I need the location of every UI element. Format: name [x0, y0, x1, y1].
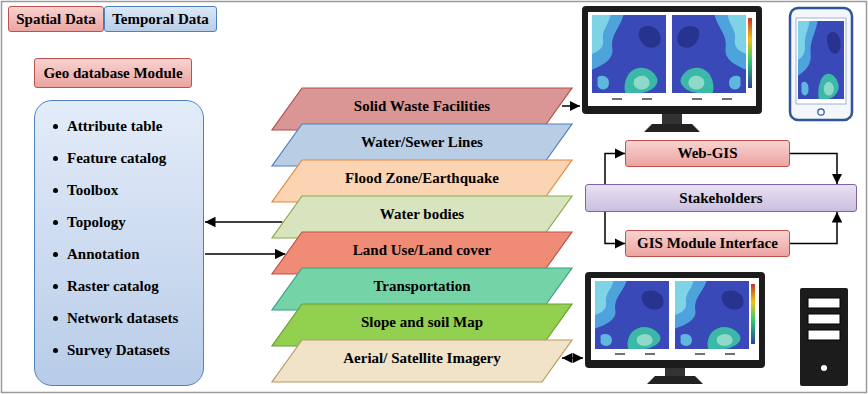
interface-box: GIS Module Interface — [625, 230, 790, 257]
layer-label: Aerial/ Satellite Imagery — [272, 340, 572, 376]
list-item: Feature catalog — [51, 142, 166, 174]
layer-label: Slope and soil Map — [272, 304, 572, 340]
box-label: Web-GIS — [677, 145, 737, 162]
module-box: Geo database Module — [34, 58, 192, 88]
desktop-monitor — [582, 6, 762, 132]
layer-label: Land Use/Land cover — [272, 232, 572, 268]
box-label: Stakeholders — [679, 190, 762, 207]
layer-label: Transportation — [272, 268, 572, 304]
connector-arrow — [605, 154, 625, 185]
layer-label: Flood Zone/Earthquake — [272, 160, 572, 196]
layer-fill — [272, 340, 572, 382]
connector-arrow — [790, 212, 837, 244]
list-item: Topology — [51, 206, 126, 238]
box-label: GIS Module Interface — [637, 235, 778, 252]
list-item: Toolbox — [51, 174, 118, 206]
desktop-monitor — [585, 272, 765, 384]
list-item: Survey Datasets — [51, 334, 170, 366]
list-item: Raster catalog — [51, 270, 159, 302]
computer-tower — [800, 288, 848, 386]
layer-label: Water bodies — [272, 196, 572, 232]
list-item: Annotation — [51, 238, 140, 270]
box-label: Geo database Module — [43, 65, 182, 82]
layer-label: Solid Waste Facilities — [272, 88, 572, 124]
data-type-box: Spatial Data — [8, 6, 104, 32]
layer-label: Water/Sewer Lines — [272, 124, 572, 160]
feature-list: Attribute tableFeature catalogToolboxTop… — [51, 110, 193, 366]
feature-list-panel: Attribute tableFeature catalogToolboxTop… — [34, 100, 204, 386]
exchange-arrow — [562, 357, 583, 359]
connector-arrow — [605, 212, 625, 244]
tablet — [790, 8, 852, 120]
connector-arrow — [205, 253, 285, 255]
list-item: Network datasets — [51, 302, 178, 334]
connector-arrow — [790, 154, 837, 185]
connector-arrow — [205, 221, 282, 223]
box-label: Temporal Data — [112, 11, 209, 28]
box-label: Spatial Data — [16, 11, 96, 28]
map-layer: Aerial/ Satellite Imagery — [272, 340, 572, 382]
data-type-box: Temporal Data — [104, 6, 217, 32]
stakeholder-box: Stakeholders — [585, 184, 857, 212]
list-item: Attribute table — [51, 110, 162, 142]
interface-box: Web-GIS — [625, 140, 790, 167]
output-arrow — [562, 105, 580, 107]
